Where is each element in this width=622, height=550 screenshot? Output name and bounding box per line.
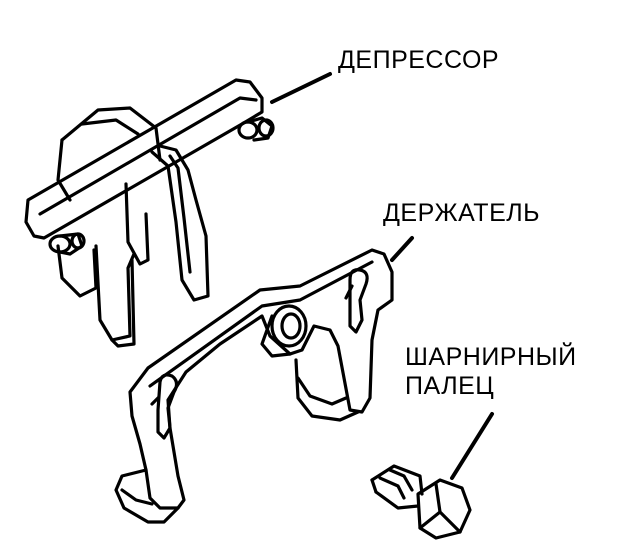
hinge-pin-label-line2: ПАЛЕЦ — [405, 372, 495, 400]
holder-part — [114, 248, 394, 524]
holder-leader-line — [390, 236, 414, 262]
depressor-label: ДЕПРЕССОР — [338, 46, 500, 74]
hinge-pin-part — [370, 464, 472, 540]
pin-leader-line — [450, 412, 494, 480]
hinge-pin-label: ШАРНИРНЫЙ ПАЛЕЦ — [405, 343, 577, 401]
hinge-pin-label-line1: ШАРНИРНЫЙ — [405, 343, 577, 371]
holder-label: ДЕРЖАТЕЛЬ — [383, 199, 541, 227]
depressor-leader-line — [270, 72, 332, 104]
depressor-part — [24, 78, 275, 348]
